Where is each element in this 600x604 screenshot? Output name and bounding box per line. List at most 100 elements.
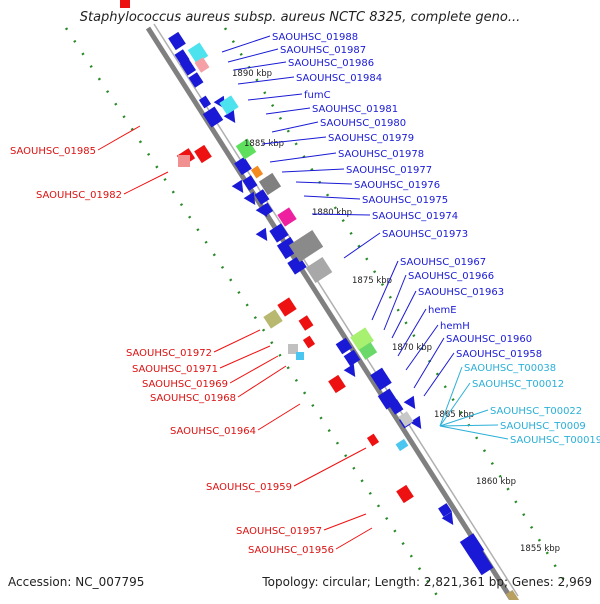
blue-leader-line — [311, 213, 371, 216]
red-leader-line — [237, 365, 287, 398]
blue-gene-label: SAOUHSC_01960 — [446, 334, 532, 345]
forward-gene-block — [202, 106, 224, 128]
reverse-gene-block — [328, 374, 346, 394]
blue-gene-label: fumC — [304, 90, 331, 101]
blue-gene-label: SAOUHSC_01981 — [312, 104, 398, 115]
forward-gene-arrow — [409, 415, 422, 430]
feature-block — [398, 411, 414, 427]
forward-gene-arrow — [255, 227, 268, 242]
cyan-leader-line — [439, 382, 471, 427]
feature-block — [258, 172, 282, 196]
reverse-gene-block — [366, 433, 380, 447]
forward-gene-arrow — [231, 179, 244, 194]
kbp-tick-label: 1860 kbp — [476, 477, 516, 487]
red-leader-line — [257, 403, 301, 431]
trna-gene-label: SAOUHSC_T0009 — [500, 421, 586, 432]
feature-block — [358, 342, 378, 360]
forward-gene-block — [470, 550, 494, 576]
trna-gene-label: SAOUHSC_T00019 — [510, 435, 600, 446]
red-gene-label: SAOUHSC_01968 — [150, 393, 236, 404]
blue-leader-line — [371, 260, 399, 321]
blue-leader-line — [233, 61, 287, 71]
kbp-tick-label: 1890 kbp — [232, 69, 272, 79]
feature-block — [250, 165, 264, 179]
backbone-line — [145, 26, 515, 602]
reverse-gene-block — [302, 335, 316, 349]
trna-gene-label: SAOUHSC_T00012 — [472, 379, 564, 390]
cyan-leader-line — [439, 424, 499, 427]
red-gene-label: SAOUHSC_01982 — [36, 190, 122, 201]
blue-leader-line — [423, 352, 455, 397]
blue-gene-label: SAOUHSC_01984 — [296, 73, 382, 84]
blue-gene-label: SAOUHSC_01963 — [418, 287, 504, 298]
red-leader-line — [123, 171, 169, 195]
feature-block — [194, 57, 210, 73]
accession-text: Accession: NC_007795 — [8, 575, 145, 589]
red-leader-line — [219, 345, 271, 369]
topology-text: Topology: circular; Length: 2,821,361 bp… — [262, 575, 592, 589]
blue-gene-label: SAOUHSC_01979 — [328, 133, 414, 144]
blue-leader-line — [281, 168, 345, 173]
blue-gene-label: SAOUHSC_01976 — [354, 180, 440, 191]
blue-leader-line — [247, 93, 303, 101]
forward-gene-block — [459, 533, 485, 559]
red-gene-label: SAOUHSC_01964 — [170, 426, 256, 437]
blue-leader-line — [295, 181, 353, 185]
red-gene-label: SAOUHSC_01956 — [248, 545, 334, 556]
reverse-gene-block — [298, 315, 314, 331]
blue-gene-label: SAOUHSC_01973 — [382, 229, 468, 240]
forward-gene-arrow — [255, 203, 268, 218]
red-leader-line — [323, 513, 367, 531]
cyan-leader-line — [439, 409, 489, 427]
blue-gene-label: SAOUHSC_01987 — [280, 45, 366, 56]
feature-block — [288, 344, 298, 354]
red-gene-label: SAOUHSC_01957 — [236, 526, 322, 537]
feature-block — [350, 327, 374, 351]
feature-block — [305, 257, 333, 283]
feature-block — [263, 309, 283, 329]
forward-gene-block — [254, 189, 270, 205]
forward-gene-block — [179, 58, 197, 76]
genome-title: Staphylococcus aureus subsp. aureus NCTC… — [79, 10, 521, 25]
forward-gene-block — [335, 337, 353, 355]
blue-leader-line — [269, 152, 337, 163]
trna-gene-label: SAOUHSC_T00038 — [464, 363, 556, 374]
blue-gene-label: SAOUHSC_01977 — [346, 165, 432, 176]
forward-gene-arrow — [243, 191, 256, 206]
forward-gene-arrow — [343, 363, 356, 378]
cyan-leader-line — [439, 366, 463, 427]
reverse-gene-block — [120, 0, 130, 8]
forward-gene-block — [438, 503, 452, 517]
forward-gene-block — [198, 95, 212, 109]
feature-block — [288, 229, 324, 263]
blue-gene-label: SAOUHSC_01986 — [288, 58, 374, 69]
kbp-tick-label: 1865 kbp — [434, 410, 474, 420]
red-gene-label: SAOUHSC_01985 — [10, 146, 96, 157]
blue-gene-label: SAOUHSC_01980 — [320, 118, 406, 129]
feature-block — [277, 207, 297, 227]
blue-gene-label: hemH — [440, 321, 470, 332]
blue-leader-line — [261, 136, 327, 145]
forward-gene-arrow — [223, 109, 236, 124]
blue-leader-line — [343, 232, 381, 259]
blue-leader-line — [413, 337, 445, 389]
blue-gene-label: SAOUHSC_01966 — [408, 271, 494, 282]
kbp-tick-label: 1875 kbp — [352, 276, 392, 286]
red-gene-label: SAOUHSC_01971 — [132, 364, 218, 375]
blue-gene-label: SAOUHSC_01967 — [400, 257, 486, 268]
reverse-gene-block — [396, 484, 414, 504]
blue-gene-label: SAOUHSC_01978 — [338, 149, 424, 160]
blue-gene-label: SAOUHSC_01958 — [456, 349, 542, 360]
feature-block — [296, 352, 304, 360]
kbp-tick-label: 1880 kbp — [312, 208, 352, 218]
forward-gene-block — [388, 399, 404, 415]
forward-gene-block — [343, 349, 361, 367]
forward-gene-block — [242, 175, 258, 191]
red-gene-label: SAOUHSC_01972 — [126, 348, 212, 359]
blue-leader-line — [221, 35, 271, 53]
red-gene-label: SAOUHSC_01969 — [142, 379, 228, 390]
feature-block — [395, 438, 409, 452]
blue-leader-line — [383, 274, 407, 331]
blue-leader-line — [397, 308, 427, 357]
